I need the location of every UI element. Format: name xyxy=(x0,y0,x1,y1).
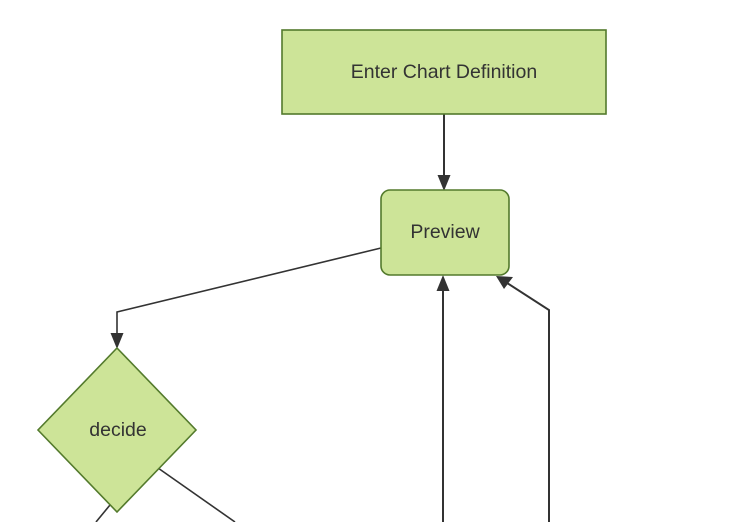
edge-incoming-right-to-preview[interactable] xyxy=(496,276,550,522)
node-enter-chart-definition[interactable]: Enter Chart Definition xyxy=(281,29,607,115)
node-enter-chart-definition-shape xyxy=(281,29,607,115)
edge-decide-right-outgoing[interactable] xyxy=(157,467,236,522)
node-decide-shape xyxy=(36,346,198,514)
edge-incoming-center-to-preview[interactable] xyxy=(436,275,450,522)
node-decide[interactable]: decide xyxy=(36,346,198,514)
edge-preview-to-decide[interactable] xyxy=(110,247,382,349)
node-layer: Enter Chart Definition Preview decide xyxy=(36,29,607,514)
node-decide-label: decide xyxy=(89,419,146,441)
node-enter-chart-definition-label: Enter Chart Definition xyxy=(351,61,537,83)
edge-enter-to-preview[interactable] xyxy=(437,114,451,191)
node-preview-label: Preview xyxy=(410,221,480,243)
node-preview-shape xyxy=(380,189,510,276)
node-preview[interactable]: Preview xyxy=(380,189,510,276)
edge-decide-bottom-outgoing[interactable] xyxy=(95,504,111,522)
edge-layer xyxy=(95,114,550,522)
